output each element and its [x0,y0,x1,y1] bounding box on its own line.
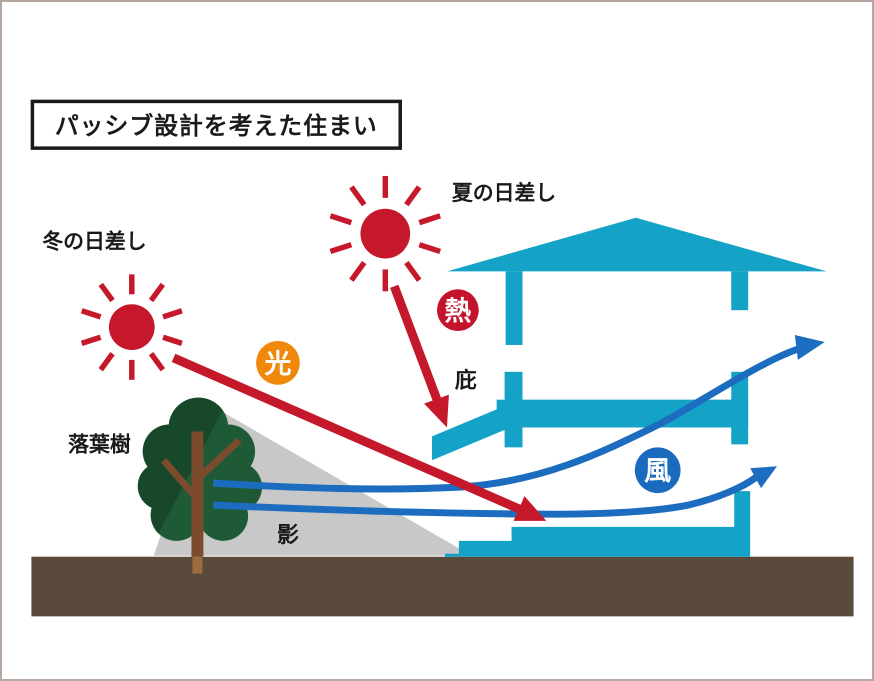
light-badge: 光 [256,340,300,385]
heat-badge: 熱 [437,289,479,332]
sun-ray [98,352,115,372]
sun-ray [418,242,442,255]
house-cross-section [432,217,827,557]
wind-flow-upper-path [213,344,803,493]
house-upper-left-wall [505,271,523,345]
tree-trunk [191,431,204,557]
summer-sun-disc [360,208,411,259]
sun-ray [162,334,183,346]
light-badge-circle [256,340,300,385]
summer-sun-arrowhead [424,394,449,428]
wind-flow-upper-arrowhead [794,335,825,360]
sun-ray [329,242,353,255]
winter-sun-arrowhead [513,496,547,521]
sun-ray [162,308,183,320]
winter-sun [80,274,183,380]
sun-ray [80,334,102,346]
house-eaves-shape [432,405,506,461]
deciduous-tree-label: 落葉樹 [68,432,131,456]
title-box: パッシブ設計を考えた住まい [30,99,402,150]
heat-badge-circle [437,289,479,332]
house-second-floor-slab [496,399,749,428]
wind-flow-lower-arrowhead [750,466,777,489]
winter-sun-rays [80,274,183,380]
sun-ray [349,260,367,282]
sun-ray [418,213,442,226]
house-roof [446,217,827,272]
wind-badge-circle [634,447,681,494]
summer-sun-rays [329,175,442,292]
house-ground-floor [444,491,751,557]
wind-flow-lower-arrow [213,466,777,518]
winter-sun-arrow-line [171,353,524,515]
house-mid-right-wall [731,371,749,445]
tree-trunk-root [192,556,203,574]
wind-flow-lower-path [213,474,759,518]
winter-sun-arrow [171,353,547,521]
sun-ray [80,308,102,320]
wind-flow-upper-arrow [213,335,825,493]
light-badge-label: 光 [264,349,292,379]
house-upper-right-wall [731,271,749,311]
sun-ray [329,213,353,226]
summer-sun [329,175,442,292]
sun-ray [148,352,166,372]
page-title: パッシブ設計を考えた住まい [55,112,378,140]
wind-badge-label: 風 [644,456,671,486]
wind-badge: 風 [634,447,681,494]
winter-sun-disc [108,304,155,350]
eaves-label: 庇 [455,368,477,393]
summer-sun-label: 夏の日差し [452,181,556,205]
sun-ray [404,260,422,282]
ground [31,556,854,617]
sun-ray [404,185,422,207]
summer-sun-arrow-line [390,284,442,402]
title-box-frame [30,99,402,150]
sun-ray [98,282,115,303]
sun-ray [148,282,166,303]
winter-sun-label: 冬の日差し [42,230,146,254]
summer-sun-arrow [390,284,449,428]
sun-ray [349,185,367,207]
heat-badge-label: 熱 [444,296,471,326]
shadow-label: 影 [277,522,299,547]
